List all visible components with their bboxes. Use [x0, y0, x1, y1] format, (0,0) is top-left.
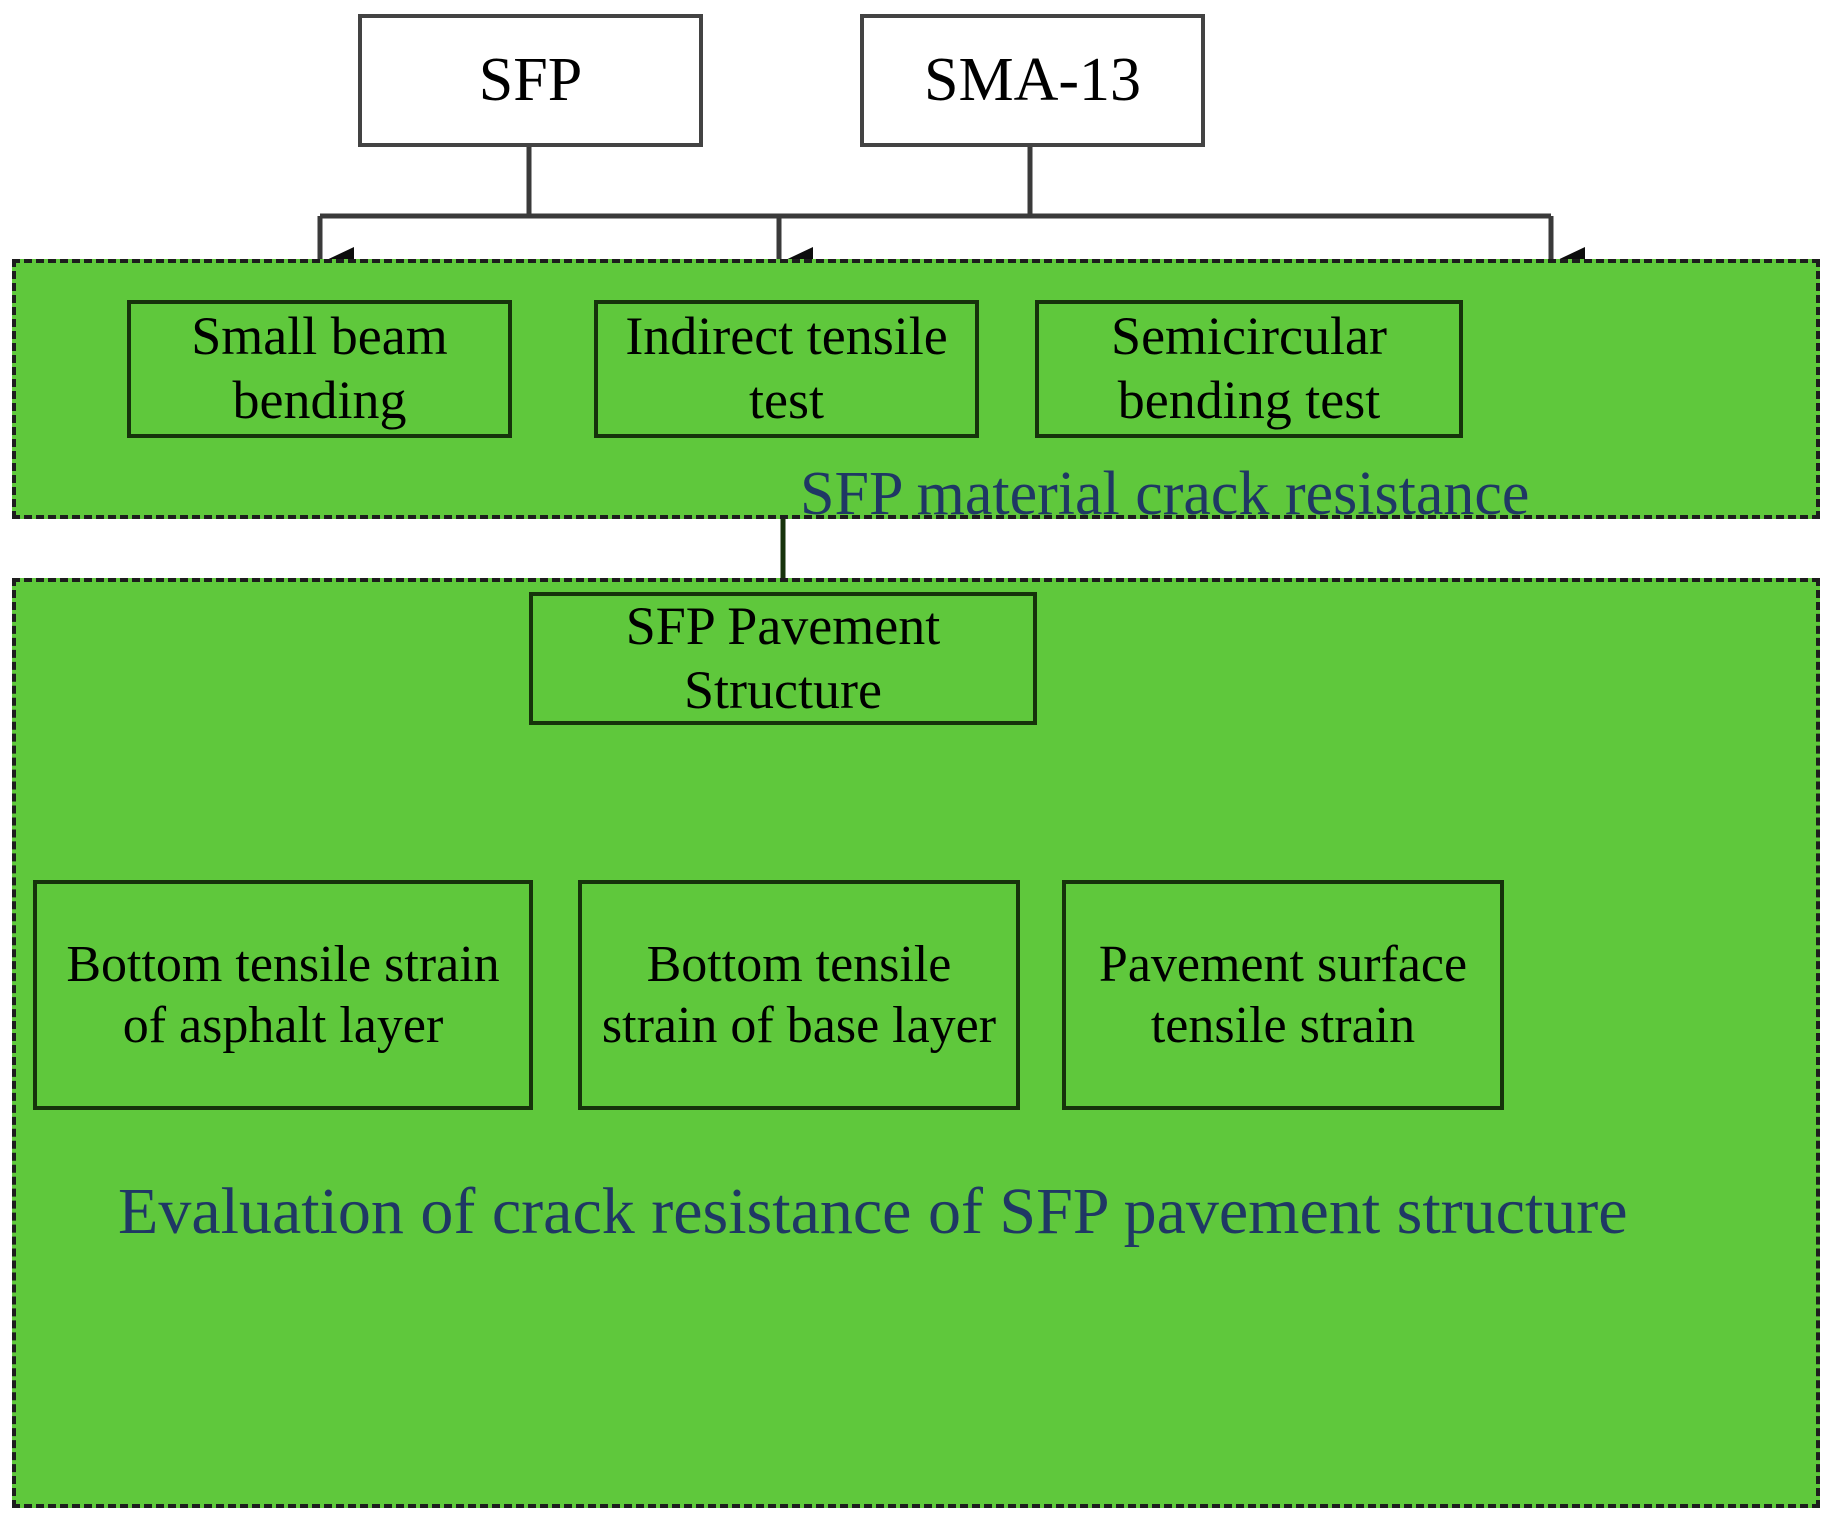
- box-bottom-tensile-strain-base-layer[interactable]: Bottom tensile strain of base layer: [578, 880, 1020, 1110]
- node-sfp-label: SFP: [478, 46, 583, 115]
- box-semicircular-bending-test-label: Semicircular bending test: [1111, 306, 1387, 430]
- box-semicircular-bending-test[interactable]: Semicircular bending test: [1035, 300, 1463, 438]
- box-indirect-tensile-test-label: Indirect tensile test: [625, 306, 948, 430]
- node-sma13-label: SMA-13: [923, 46, 1142, 115]
- caption-evaluation-of-crack-resistance: Evaluation of crack resistance of SFP pa…: [118, 1175, 1628, 1248]
- box-sfp-pavement-structure[interactable]: SFP Pavement Structure: [529, 592, 1037, 725]
- node-sma13[interactable]: SMA-13: [860, 14, 1205, 147]
- box-pavement-surface-tensile-strain[interactable]: Pavement surface tensile strain: [1062, 880, 1504, 1110]
- box-sfp-pavement-structure-label: SFP Pavement Structure: [625, 595, 941, 720]
- box-bottom-tensile-strain-asphalt-layer-label: Bottom tensile strain of asphalt layer: [66, 935, 500, 1054]
- node-sfp[interactable]: SFP: [358, 14, 703, 147]
- caption-sfp-material-crack-resistance: SFP material crack resistance: [800, 460, 1530, 528]
- box-bottom-tensile-strain-base-layer-label: Bottom tensile strain of base layer: [601, 935, 997, 1054]
- box-small-beam-bending-label: Small beam bending: [191, 306, 448, 430]
- box-indirect-tensile-test[interactable]: Indirect tensile test: [594, 300, 979, 438]
- box-bottom-tensile-strain-asphalt-layer[interactable]: Bottom tensile strain of asphalt layer: [33, 880, 533, 1110]
- box-small-beam-bending[interactable]: Small beam bending: [127, 300, 512, 438]
- box-pavement-surface-tensile-strain-label: Pavement surface tensile strain: [1098, 935, 1468, 1054]
